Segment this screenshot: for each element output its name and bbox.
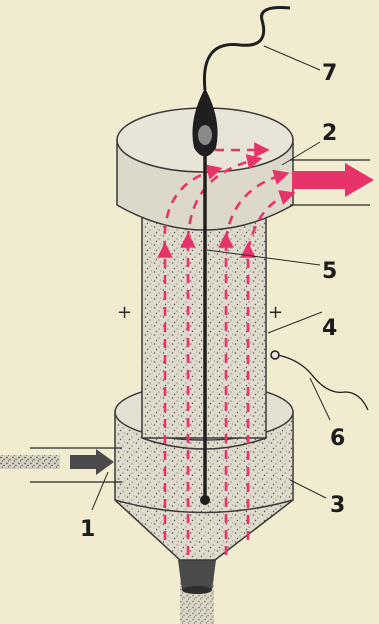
- funnel-spout: [178, 560, 216, 590]
- outlet-arrow: [292, 163, 374, 197]
- wire-lead-cable: [204, 8, 290, 91]
- label-3: 3: [330, 493, 345, 518]
- label-7: 7: [322, 61, 337, 86]
- inlet-pipe: [0, 448, 122, 482]
- insulator: [192, 88, 217, 157]
- outlet-pipe: [290, 160, 374, 205]
- polarity-left: +: [117, 302, 132, 323]
- polarity-right: +: [268, 302, 283, 323]
- label-5: 5: [322, 259, 337, 284]
- label-1: 1: [80, 517, 95, 542]
- inlet-arrow: [70, 449, 114, 475]
- label-2: 2: [322, 121, 337, 146]
- label-4: 4: [322, 316, 337, 341]
- label-6: 6: [330, 426, 345, 451]
